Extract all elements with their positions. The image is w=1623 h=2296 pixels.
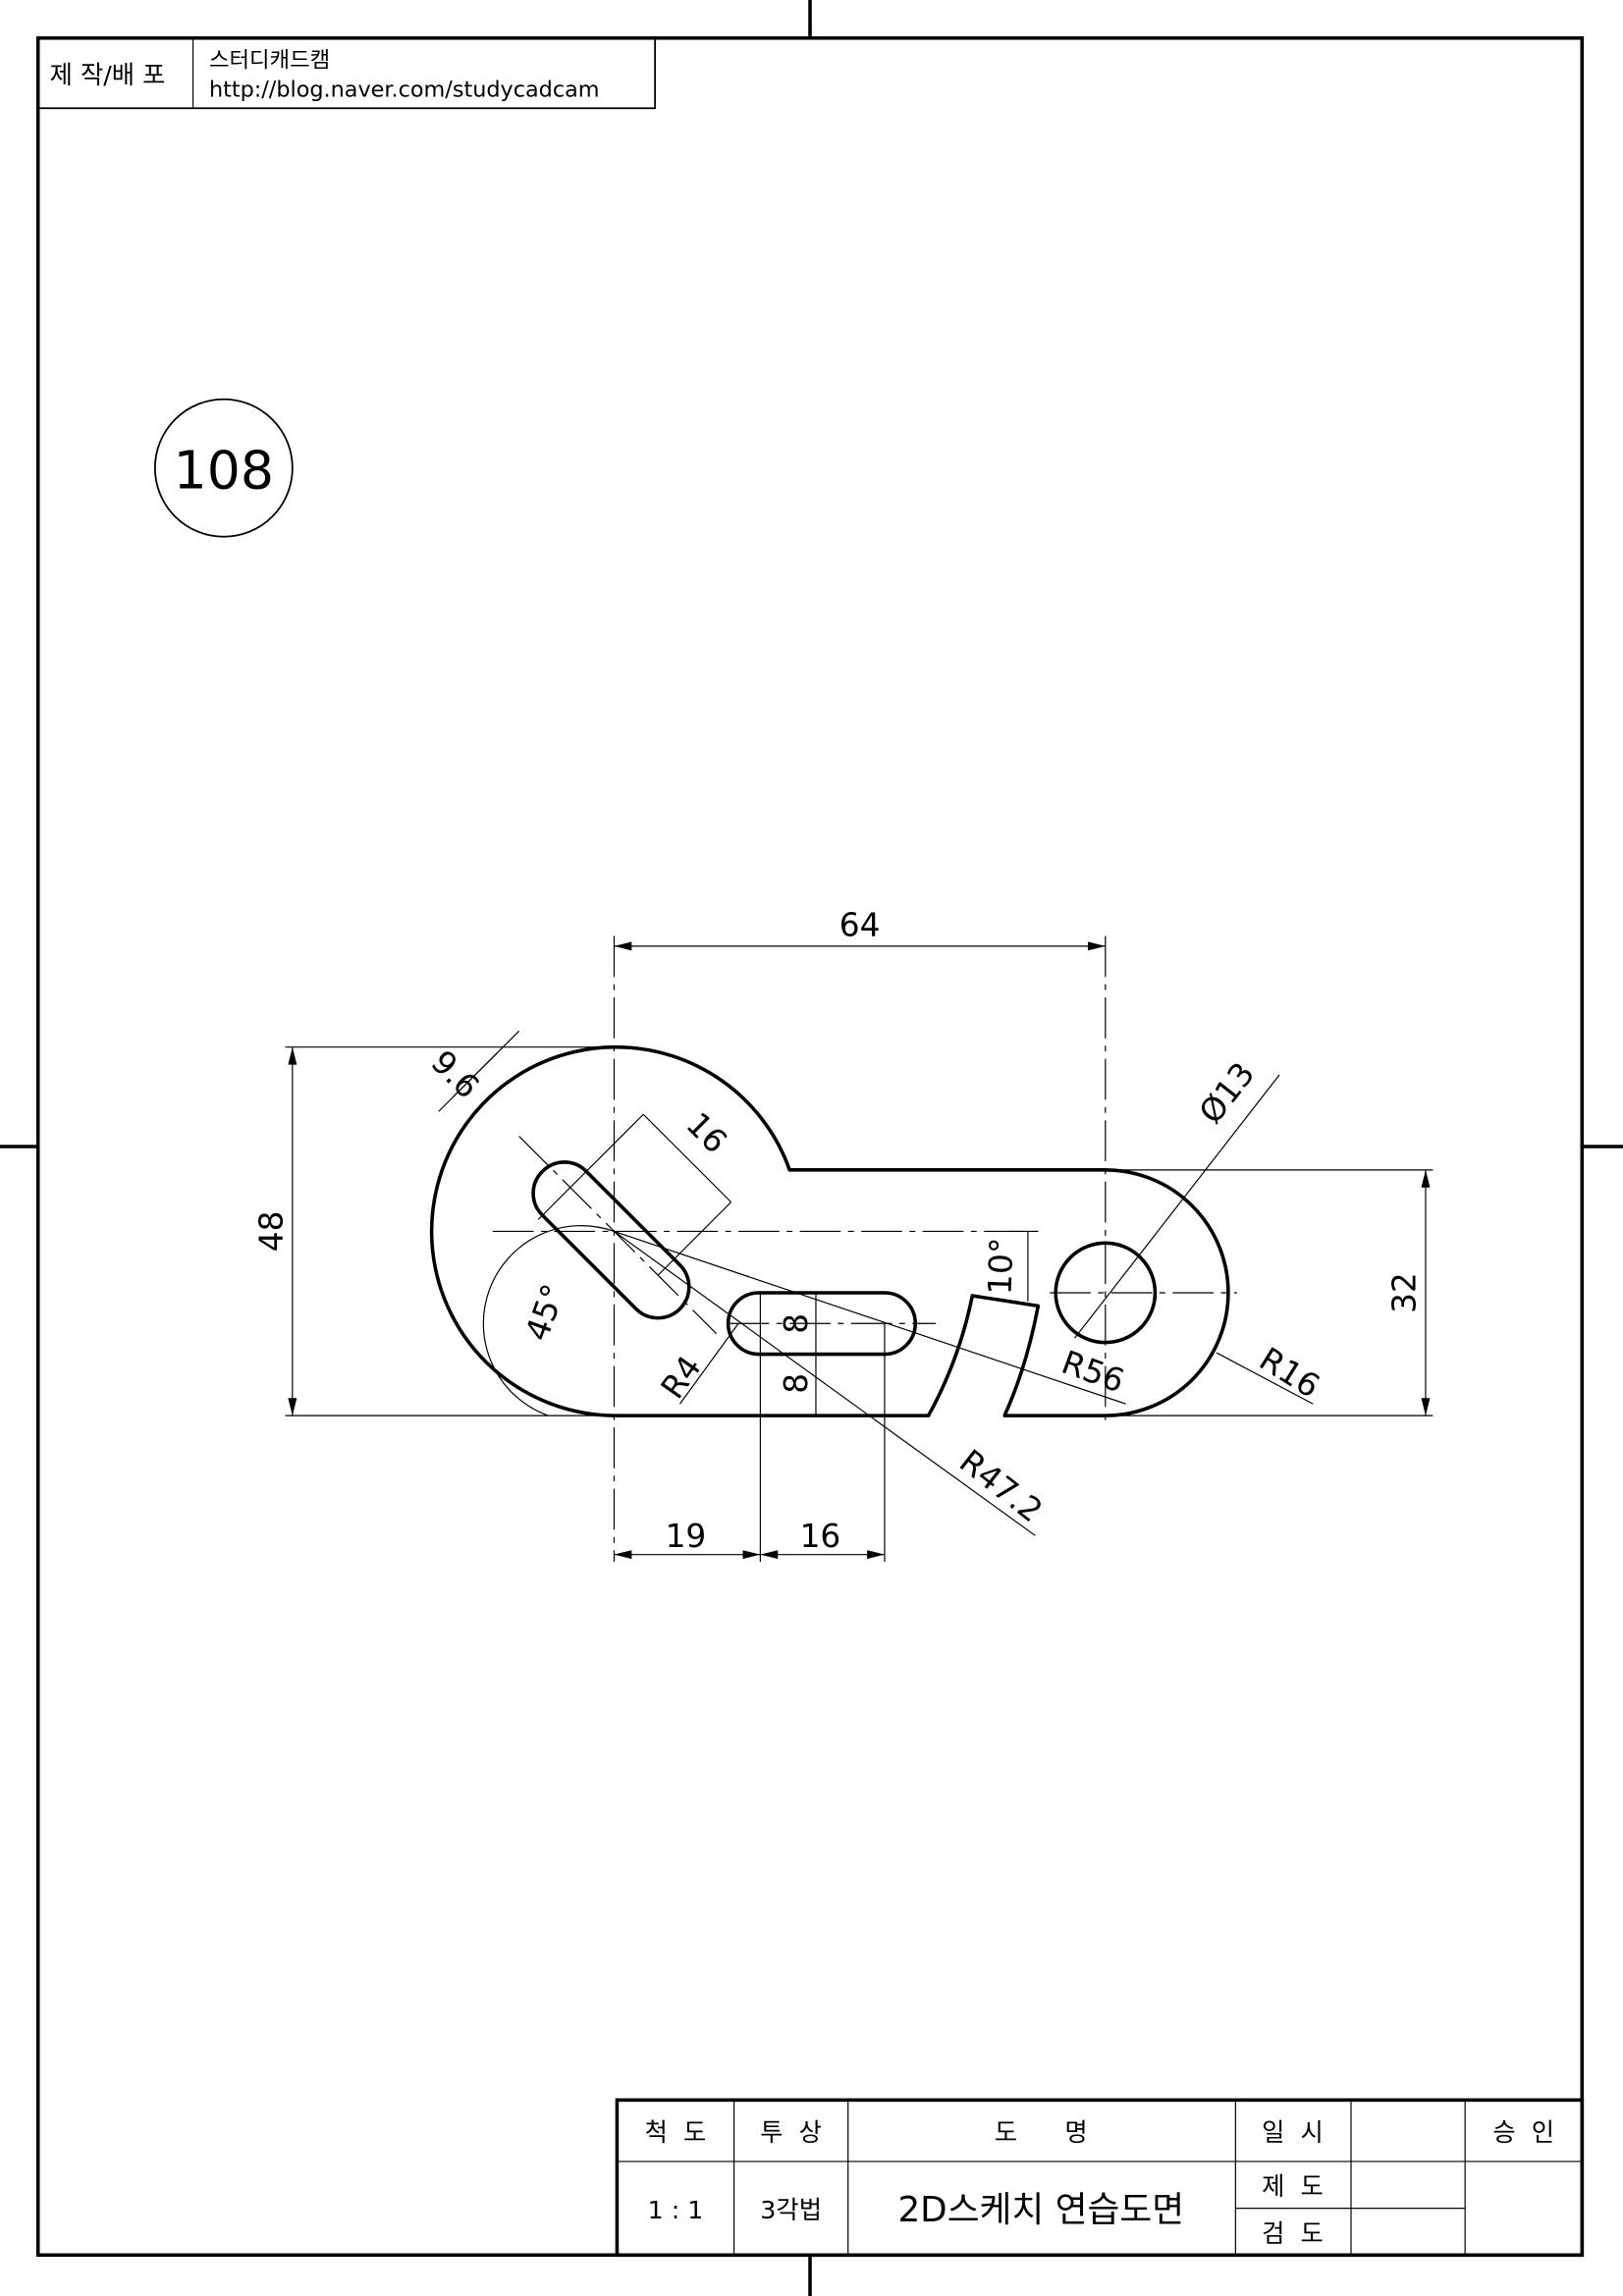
dim-16-slot: 16 [678, 1105, 733, 1160]
author-url: http://blog.naver.com/studycadcam [209, 77, 600, 102]
title-block: 척 도 투 상 도 명 일 시 승 인 1 : 1 3각법 2D스케치 연습도면… [615, 2098, 1585, 2258]
checked-label: 검 도 [1262, 2218, 1324, 2248]
dim-8-bottom: 8 [778, 1373, 815, 1394]
dim-r16: R16 [1253, 1340, 1326, 1405]
dim-16-bottom: 16 [800, 1518, 841, 1555]
projection-value: 3각법 [760, 2195, 822, 2224]
dim-r4: R4 [654, 1349, 709, 1406]
drawing-title: 2D스케치 연습도면 [897, 2190, 1184, 2230]
dim-19: 19 [666, 1518, 707, 1555]
center-lines [492, 935, 1237, 1563]
dimension-lines [285, 945, 1434, 1563]
dim-32: 32 [1386, 1272, 1424, 1313]
author-label: 제 작/배 포 [50, 60, 166, 89]
dimension-arrows [288, 941, 1431, 1560]
angled-slot [531, 1160, 691, 1320]
scale-label: 척 도 [645, 2117, 707, 2147]
dim-8-top: 8 [778, 1313, 815, 1334]
projection-label: 투 상 [760, 2117, 822, 2147]
dim-48: 48 [252, 1211, 290, 1253]
drawing-number-circle [153, 398, 294, 538]
scale-value: 1 : 1 [648, 2195, 704, 2224]
drawing-number: 108 [174, 440, 274, 502]
dim-9-6: 9.6 [424, 1043, 487, 1106]
dim-10deg: 10° [982, 1237, 1021, 1295]
title-label: 도 명 [995, 2117, 1088, 2147]
drawn-label: 제 도 [1262, 2171, 1324, 2201]
sheet-border [35, 35, 1585, 2258]
date-label: 일 시 [1262, 2117, 1324, 2147]
approval-label: 승 인 [1492, 2117, 1554, 2147]
dim-64: 64 [839, 906, 881, 943]
dim-phi13: Ø13 [1192, 1055, 1262, 1131]
dim-r56: R56 [1056, 1344, 1129, 1401]
dim-45deg: 45° [518, 1279, 573, 1346]
author-name: 스터디캐드캠 [209, 48, 330, 74]
author-box: 제 작/배 포 스터디캐드캠 http://blog.naver.com/stu… [36, 36, 657, 110]
